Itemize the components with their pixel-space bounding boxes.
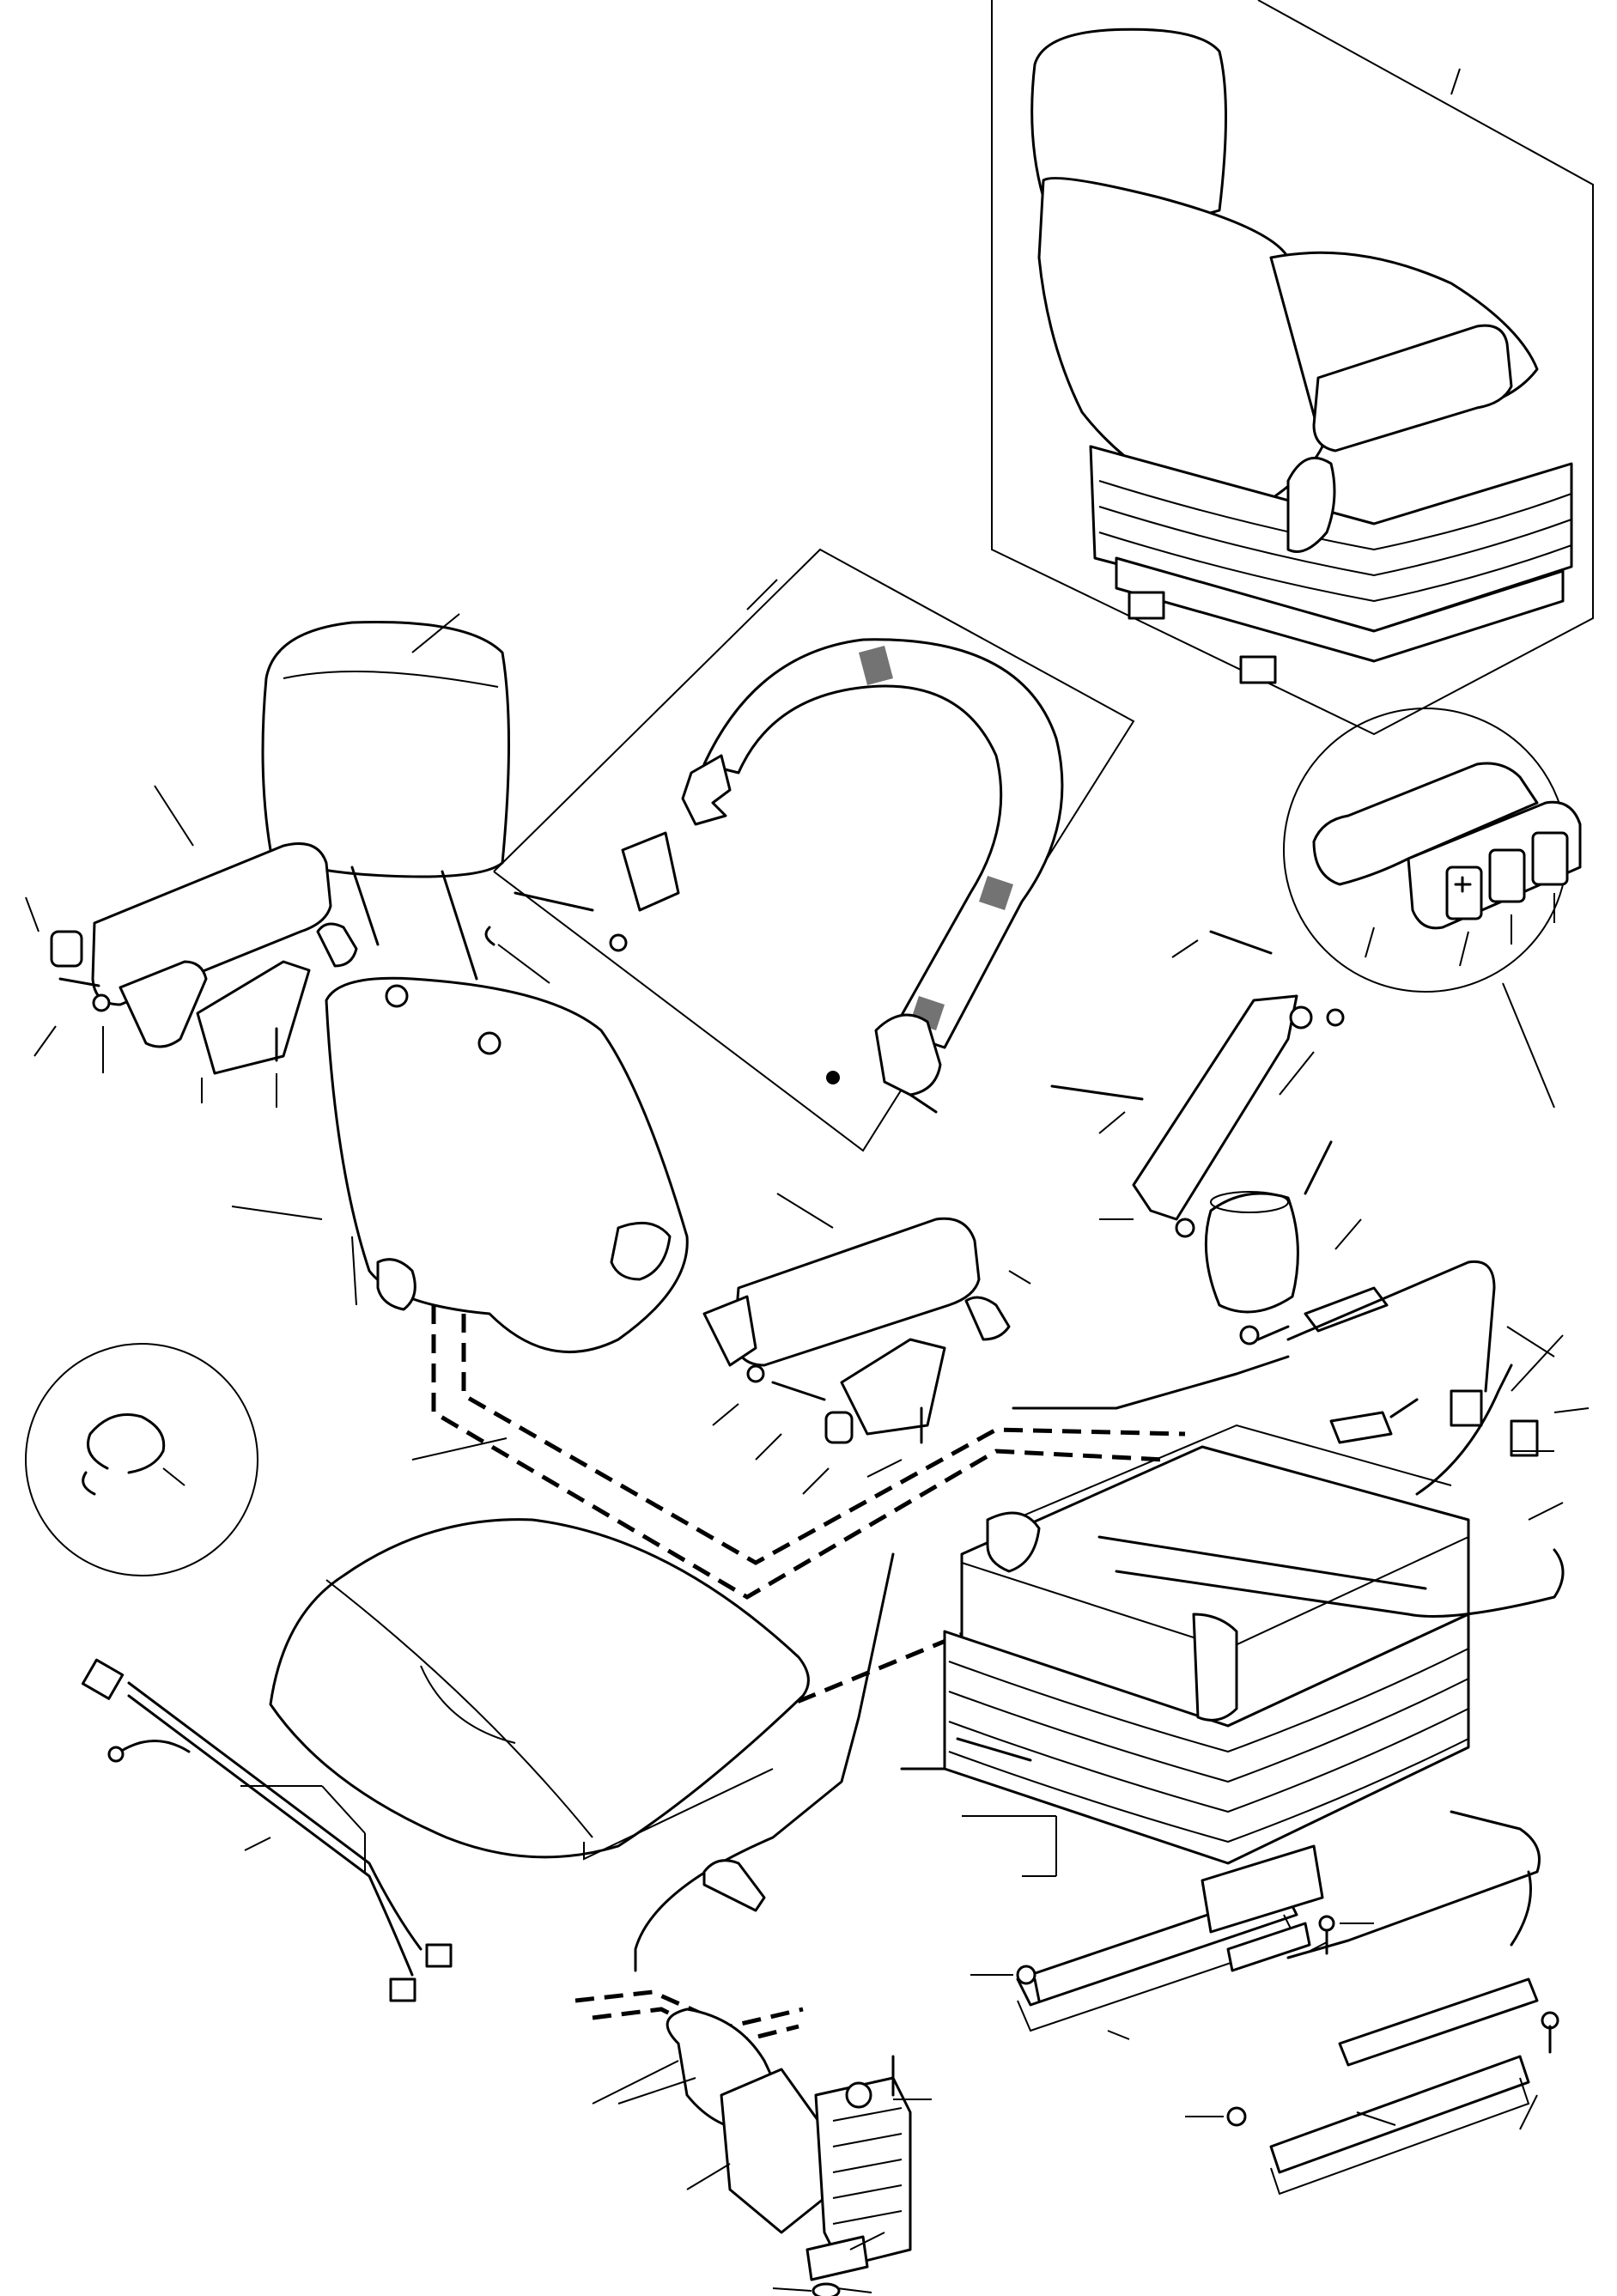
armrest-right [702,1193,1031,1495]
switch-control-panel [1283,708,1582,1109]
hose-clamp-detail [25,1343,258,1576]
seat-cushion [240,1518,810,1872]
backrest [231,926,689,1354]
headrest [261,613,510,981]
complete-seat-assembly [991,0,1594,736]
seat-belt [493,548,1135,1152]
slide-rails [970,1810,1559,2196]
air-spring [1204,1140,1389,1345]
suspension-unit [900,1424,1565,1877]
armrest-left [25,785,358,1108]
wiring-harness [81,1658,453,2002]
shock-absorber [1050,930,1345,1238]
wiring-harness-right [1012,1260,1590,1496]
air-compressor [574,1552,932,2296]
